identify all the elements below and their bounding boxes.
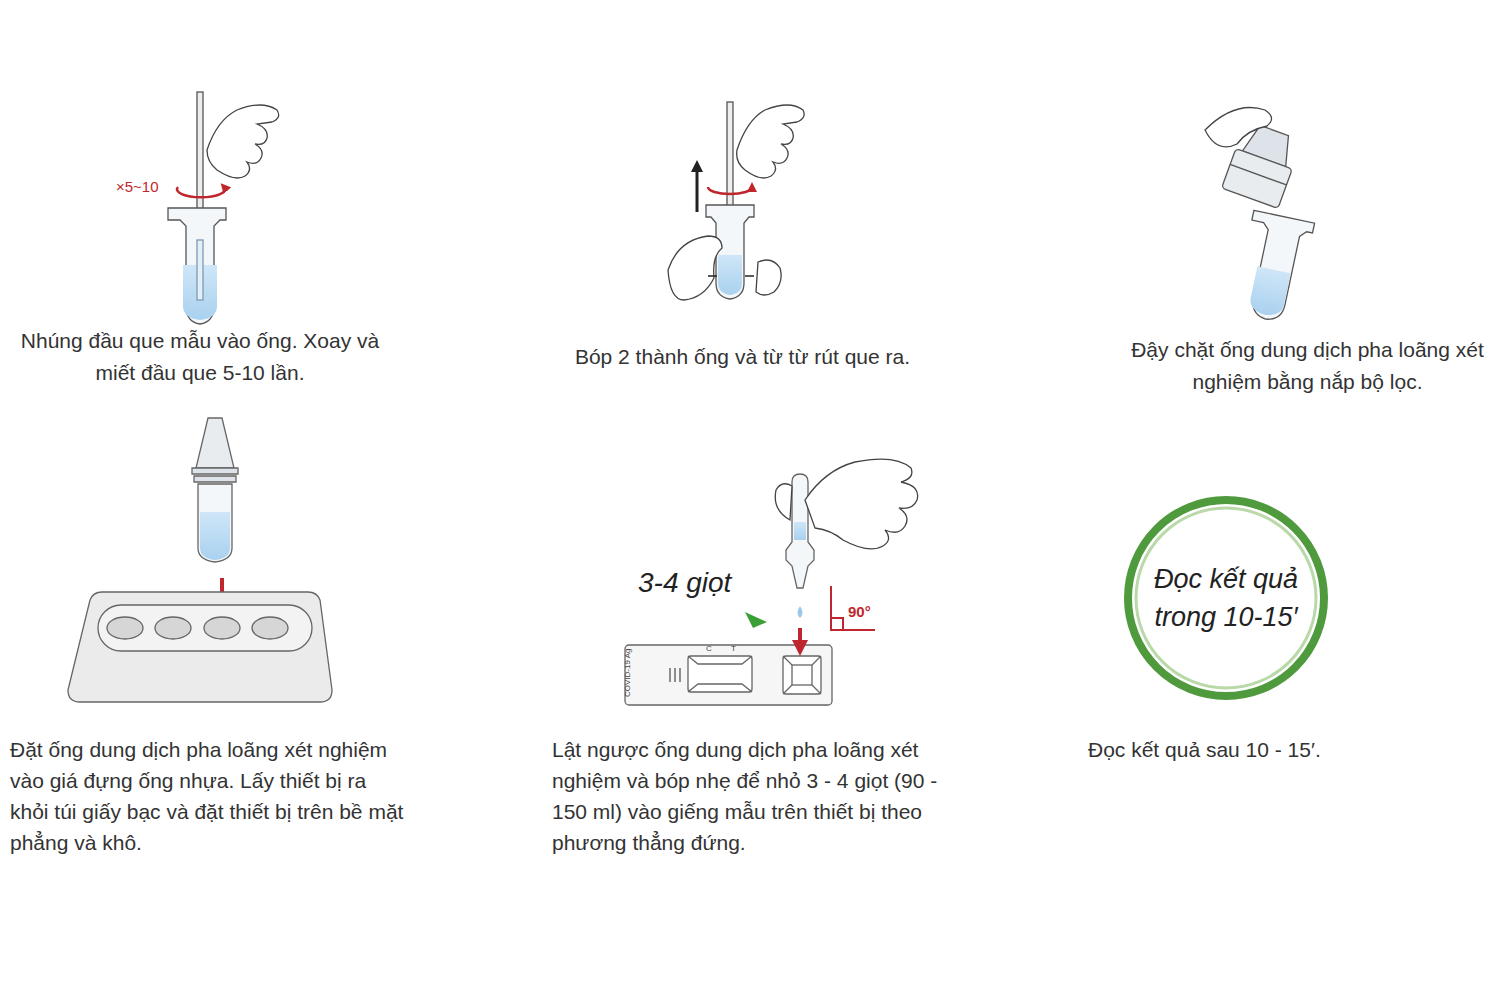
step-caption: Bóp 2 thành ống và từ từ rút que ra. xyxy=(540,341,945,373)
circle-ring xyxy=(1128,500,1324,696)
result-circle: Đọc kết quả trong 10-15′ xyxy=(1123,495,1329,701)
step-caption: Nhúng đầu que mẫu vào ống. Xoay và miết … xyxy=(20,325,380,389)
step-caption: Đặt ống dung dịch pha loãng xét nghiệm v… xyxy=(10,734,410,858)
circle-outline xyxy=(1123,495,1329,701)
swab-in-tube xyxy=(168,92,279,324)
squeeze-tube xyxy=(668,102,804,300)
drop-on-device xyxy=(625,459,918,705)
step-caption: Đọc kết quả sau 10 - 15′. xyxy=(1088,734,1468,765)
control-line-mark: C xyxy=(706,644,712,654)
tube-and-rack xyxy=(68,418,332,702)
angle-label: 90° xyxy=(848,603,871,621)
step-caption: Đậy chặt ống dung dịch pha loãng xét ngh… xyxy=(1115,334,1500,398)
device-label: COVID-19 Ag xyxy=(623,649,633,697)
drop-count: 3-4 giọt xyxy=(638,566,731,600)
repeat-count: ×5~10 xyxy=(116,178,159,196)
circle-inner-ring xyxy=(1136,508,1316,688)
test-line-mark: T xyxy=(731,644,736,654)
step-caption: Lật ngược ống dung dịch pha loãng xét ng… xyxy=(552,734,972,858)
filter-cap xyxy=(1205,108,1315,325)
result-text: Đọc kết quả trong 10-15′ xyxy=(1151,560,1301,636)
